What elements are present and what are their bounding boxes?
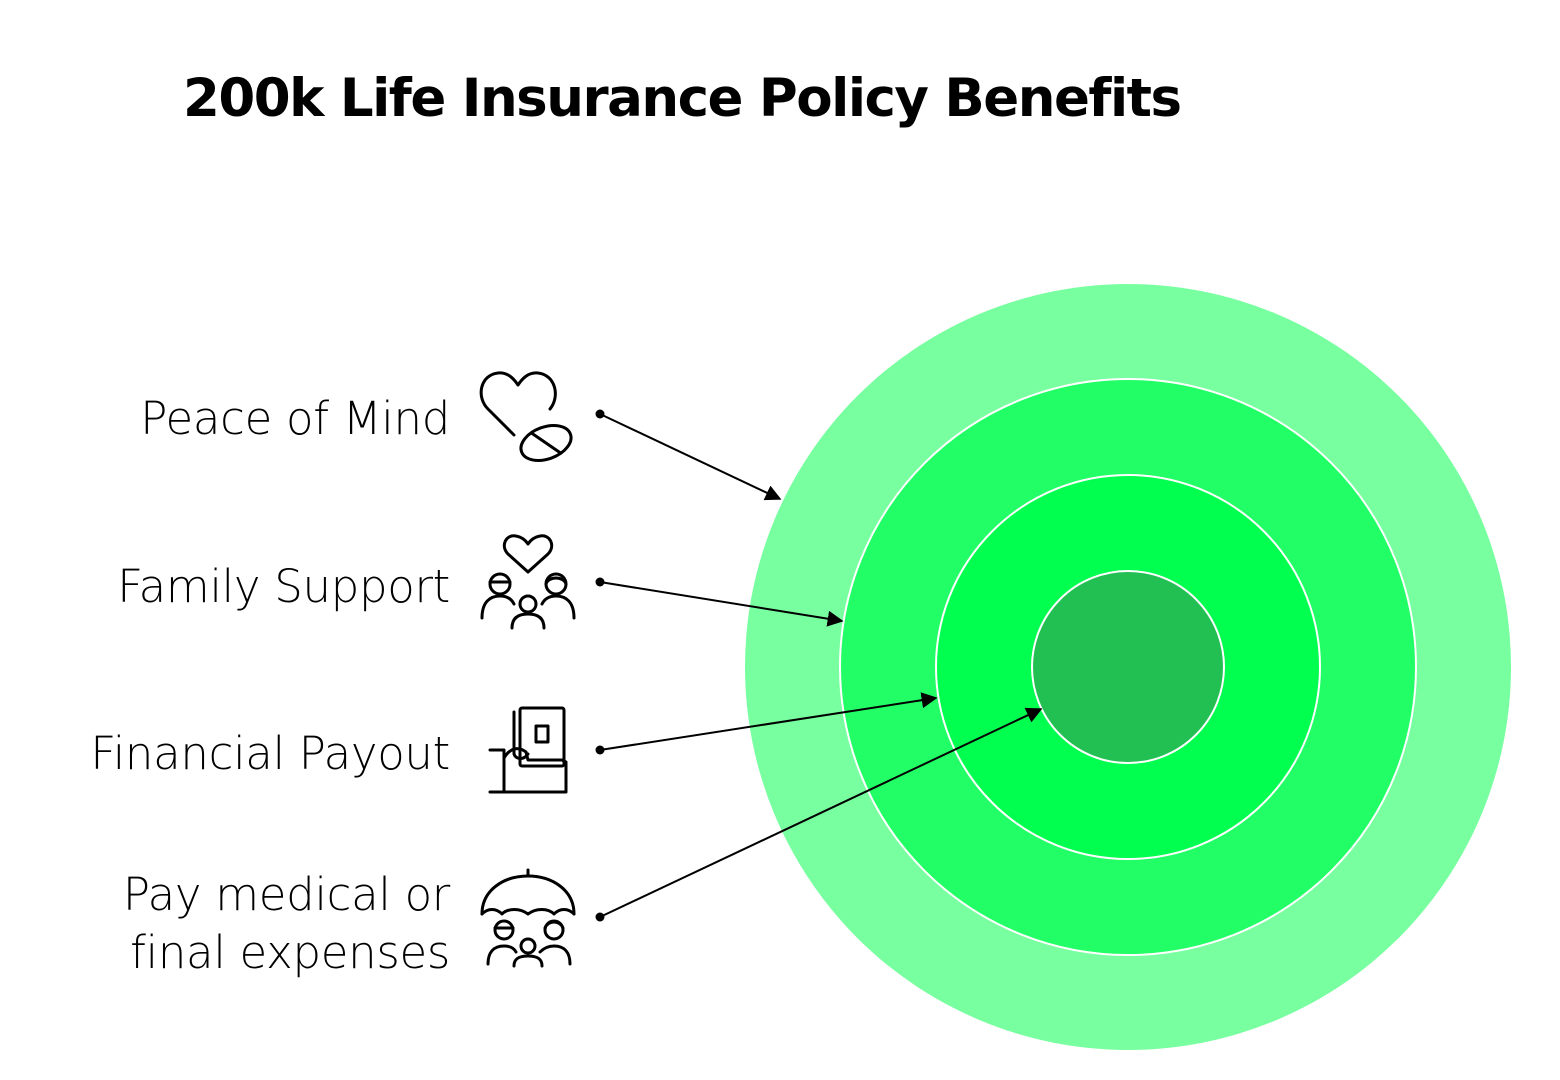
family-heart-icon: [480, 534, 576, 630]
umbrella-family-icon: [480, 868, 576, 968]
connector-arrow: [599, 581, 844, 627]
connector-arrow: [599, 413, 782, 501]
benefit-label-peace-of-mind: Peace of Mind: [140, 392, 450, 445]
connector-arrow: [599, 707, 1043, 918]
benefit-label-line-2: final expenses: [130, 926, 450, 979]
hand-cash-icon: [488, 706, 568, 794]
benefit-label-financial-payout: Financial Payout: [90, 727, 450, 780]
connector-financial-payout: [595, 692, 938, 755]
heart-pill-icon: [479, 371, 573, 462]
connector-medical-expenses: [595, 707, 1043, 922]
benefit-label-line-1: Pay medical or: [122, 868, 450, 921]
connector-arrow: [599, 692, 938, 751]
connector-peace-of-mind: [595, 409, 782, 501]
ring-core: [1031, 570, 1225, 764]
connector-family-support: [595, 577, 844, 627]
benefit-label-medical-expenses: Pay medical or final expenses: [123, 866, 450, 982]
benefit-label-family-support: Family Support: [117, 560, 450, 613]
page-title: 200k Life Insurance Policy Benefits: [183, 68, 1182, 129]
